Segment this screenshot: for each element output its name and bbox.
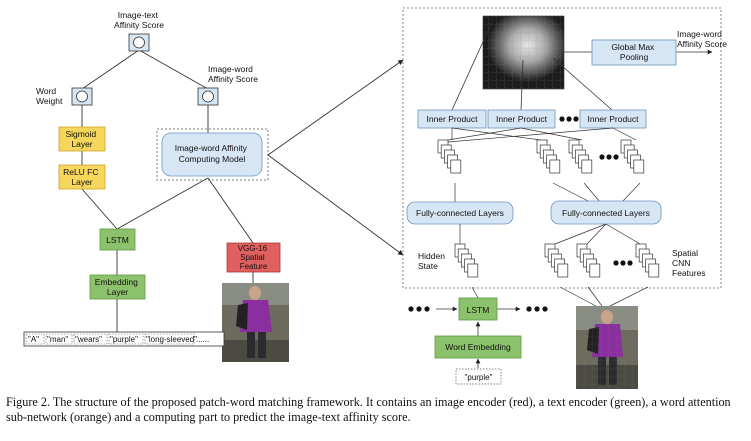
input-word-purple: "purple" [455, 368, 502, 385]
image-word-score-label-right: Image-word Affinity Score [677, 29, 727, 49]
image-text-score-node [128, 33, 150, 52]
image-word-score-node [197, 87, 219, 106]
word-embedding: Word Embedding [434, 335, 522, 359]
svg-text:Inner Product: Inner Product [496, 114, 548, 124]
lstm-left: LSTM [99, 228, 136, 251]
ellipsis-dots-lstm-left [408, 306, 430, 312]
feature-stack-lower-1 [454, 243, 479, 278]
svg-text:Embedding Layer: Embedding Layer [95, 277, 140, 297]
image-word-score-label: Image-word Affinity Score [208, 64, 258, 84]
ellipsis-dots-lower [613, 260, 633, 266]
feature-stack-upper-1 [437, 139, 462, 174]
token-ellipsis: ...... [196, 335, 209, 344]
inner-product-1: Inner Product [417, 109, 487, 129]
ellipsis-dots-upper [599, 154, 619, 160]
svg-text:"purple": "purple" [465, 373, 493, 382]
feature-stack-lower-3 [576, 243, 601, 278]
embedding-layer: Embedding Layer [89, 274, 146, 300]
svg-text:LSTM: LSTM [106, 235, 129, 245]
spatial-cnn-features-label: Spatial CNN Features [672, 248, 706, 278]
figure-caption: Figure 2. The structure of the proposed … [6, 395, 731, 424]
svg-text:Fully-connected Layers: Fully-connected Layers [562, 208, 650, 218]
feature-stack-upper-4 [620, 139, 645, 174]
svg-text:Inner Product: Inner Product [587, 114, 639, 124]
affinity-computing-model: Image-word Affinity Computing Model [156, 128, 269, 181]
input-sentence: "A" "man" "wears" "purple" "long-sleeved… [23, 331, 225, 347]
feature-stack-lower-2 [544, 243, 569, 278]
svg-text:Sigmoid Layer: Sigmoid Layer [65, 129, 98, 149]
token-purple: "purple" [110, 335, 138, 344]
inner-product-3: Inner Product [579, 109, 647, 129]
image-text-score-label: Image-text Affinity Score [114, 10, 164, 30]
vgg-16-feature: VGG-16 Spatial Feature [226, 242, 281, 273]
fc-layers-left: Fully-connected Layers [406, 201, 514, 225]
fc-layers-right: Fully-connected Layers [550, 200, 662, 225]
ellipsis-dots-inner [559, 116, 579, 122]
feature-stack-upper-3 [568, 139, 593, 174]
lstm-right: LSTM [458, 297, 498, 321]
token-wears: "wears" [75, 335, 102, 344]
svg-text:LSTM: LSTM [467, 305, 490, 315]
svg-text:Fully-connected Layers: Fully-connected Layers [416, 208, 504, 218]
hidden-state-label: Hidden State [418, 251, 447, 271]
svg-text:ReLU FC Layer: ReLU FC Layer [63, 167, 101, 187]
person-photo-right [576, 306, 638, 389]
token-a: "A" [28, 335, 39, 344]
word-weight-label: Word Weight [36, 86, 63, 106]
feature-stack-lower-4 [635, 243, 660, 278]
global-max-pooling: Global Max Pooling [591, 39, 677, 66]
inner-product-2: Inner Product [487, 109, 556, 129]
feature-stacks-upper [437, 139, 645, 174]
sigmoid-layer: Sigmoid Layer [58, 126, 106, 152]
svg-text:Global Max Pooling: Global Max Pooling [611, 42, 656, 62]
feature-stacks-lower [454, 243, 660, 278]
svg-text:VGG-16 Spatial Fea: VGG-16 Spatial Feature [238, 244, 270, 271]
svg-text:Word Embedding: Word Embedding [445, 342, 511, 352]
attention-heatmap [482, 15, 565, 90]
word-weight-node [71, 87, 93, 106]
relu-fc-layer: ReLU FC Layer [58, 164, 106, 190]
feature-stack-upper-2 [536, 139, 561, 174]
token-man: "man" [47, 335, 68, 344]
ellipsis-dots-lstm-right [526, 306, 548, 312]
token-long-sleeved: "long-sleeved" [146, 335, 197, 344]
svg-text:Inner Product: Inner Product [426, 114, 478, 124]
svg-text:Image-word Affinity Comp: Image-word Affinity Computing Model [175, 143, 250, 164]
person-photo-left [222, 283, 289, 362]
